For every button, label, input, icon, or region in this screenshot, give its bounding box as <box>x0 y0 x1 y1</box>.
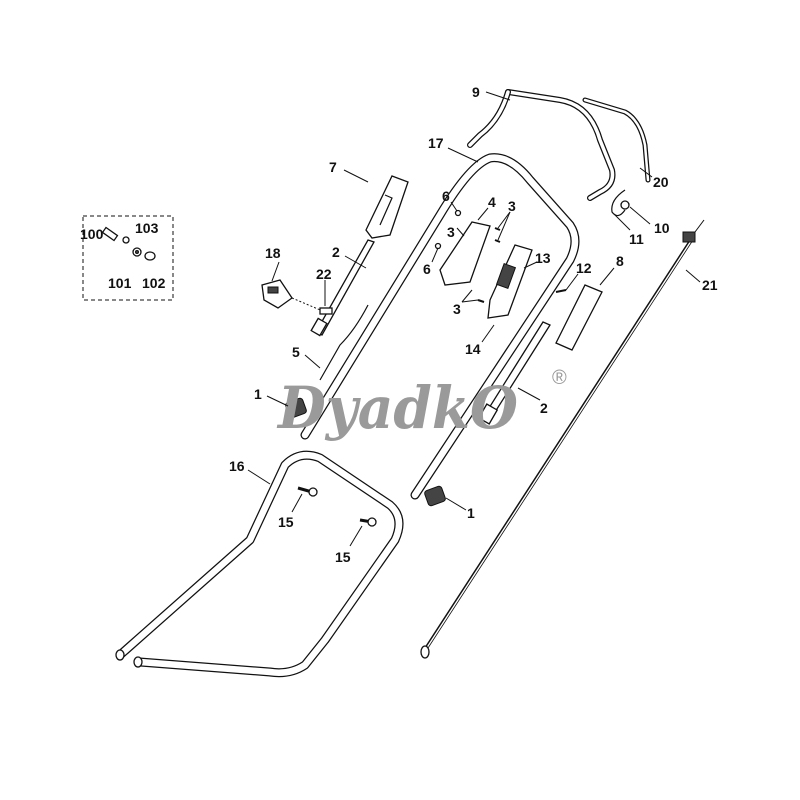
watermark-registered: ® <box>552 367 567 389</box>
bolt-15 <box>297 486 318 497</box>
label-5: 5 <box>292 344 300 360</box>
label-3: 3 <box>508 198 516 214</box>
label-1: 1 <box>467 505 475 521</box>
inset-parts <box>101 226 156 261</box>
lever-9 <box>467 89 616 201</box>
part-labels: 9 17 20 7 6 4 3 3 10 11 100 103 101 102 … <box>80 84 718 565</box>
label-17: 17 <box>428 135 444 151</box>
housing-4 <box>439 221 491 286</box>
bracket-18 <box>261 279 293 309</box>
bolt-15 <box>359 517 377 527</box>
label-4: 4 <box>488 194 496 210</box>
label-101: 101 <box>108 275 132 291</box>
label-22: 22 <box>316 266 332 282</box>
label-16: 16 <box>229 458 245 474</box>
label-7: 7 <box>329 159 337 175</box>
clamp-1 <box>424 485 446 507</box>
cover-7 <box>365 175 409 239</box>
housing-13 <box>487 244 533 319</box>
label-12: 12 <box>576 260 592 276</box>
label-21: 21 <box>702 277 718 293</box>
label-18: 18 <box>265 245 281 261</box>
label-9: 9 <box>472 84 480 100</box>
upper-handle-17 <box>300 153 580 500</box>
label-10: 10 <box>654 220 670 236</box>
label-3: 3 <box>447 224 455 240</box>
label-11: 11 <box>629 231 644 247</box>
leader-lines <box>247 91 701 547</box>
cable-guide-2 <box>477 321 551 425</box>
label-8: 8 <box>616 253 624 269</box>
label-6: 6 <box>442 188 450 204</box>
label-15: 15 <box>278 514 294 530</box>
grip-8 <box>555 284 603 351</box>
cable-21 <box>420 219 705 659</box>
clamp-1 <box>285 397 307 419</box>
inset-box <box>82 215 174 301</box>
label-2: 2 <box>332 244 340 260</box>
cable-guide-2 <box>310 239 375 337</box>
watermark: DyadkO <box>276 374 518 442</box>
label-15: 15 <box>335 549 351 565</box>
label-6: 6 <box>423 261 431 277</box>
label-103: 103 <box>135 220 159 236</box>
screws <box>434 209 567 303</box>
label-14: 14 <box>465 341 481 357</box>
label-100: 100 <box>80 226 104 242</box>
lower-handle-16 <box>115 450 404 678</box>
lever-20 <box>582 97 651 183</box>
label-2: 2 <box>540 400 548 416</box>
label-102: 102 <box>142 275 166 291</box>
label-13: 13 <box>535 250 551 266</box>
screw-22 <box>319 307 333 315</box>
cable-5 <box>319 304 369 381</box>
label-1: 1 <box>254 386 262 402</box>
spring-11 <box>611 189 626 217</box>
label-3: 3 <box>453 301 461 317</box>
label-20: 20 <box>653 174 669 190</box>
washer-10 <box>620 200 630 210</box>
